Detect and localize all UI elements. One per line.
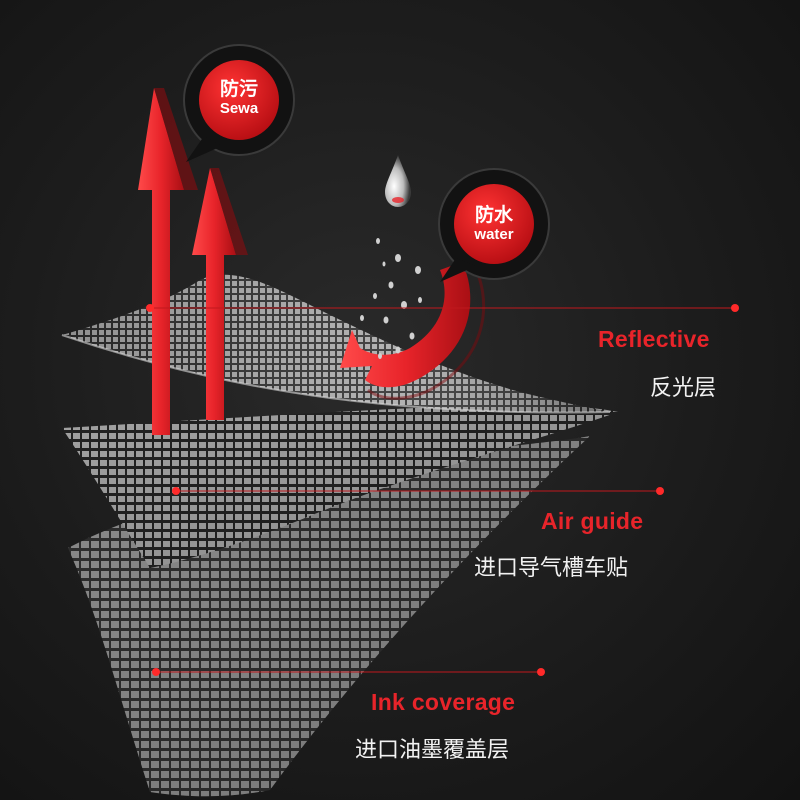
sewa-bubble-cn: 防污 xyxy=(219,78,258,100)
stain-release-arrows xyxy=(138,88,248,435)
water-bubble xyxy=(438,168,550,282)
air-guide-label-cn: 进口导气槽车贴 xyxy=(474,556,629,581)
reflective-label-en: Reflective xyxy=(598,326,710,352)
sewa-bubble-en: Sewa xyxy=(219,100,259,117)
air-guide-label-en: Air guide xyxy=(541,508,644,534)
water-droplets xyxy=(360,155,422,359)
leader-lines xyxy=(150,307,735,673)
air-guide-sheet xyxy=(62,404,618,568)
water-bubble-en: water xyxy=(474,226,514,243)
sewa-bubble xyxy=(183,44,295,162)
water-deflect-arrow xyxy=(340,257,486,400)
water-drop-icon xyxy=(385,155,411,207)
reflective-sheet xyxy=(61,274,611,414)
reflective-label-cn: 反光层 xyxy=(650,376,717,401)
ink-coverage-label-cn: 进口油墨覆盖层 xyxy=(355,738,510,763)
ink-coverage-label-en: Ink coverage xyxy=(371,689,516,715)
leader-dots xyxy=(146,304,739,676)
water-bubble-cn: 防水 xyxy=(474,204,513,226)
